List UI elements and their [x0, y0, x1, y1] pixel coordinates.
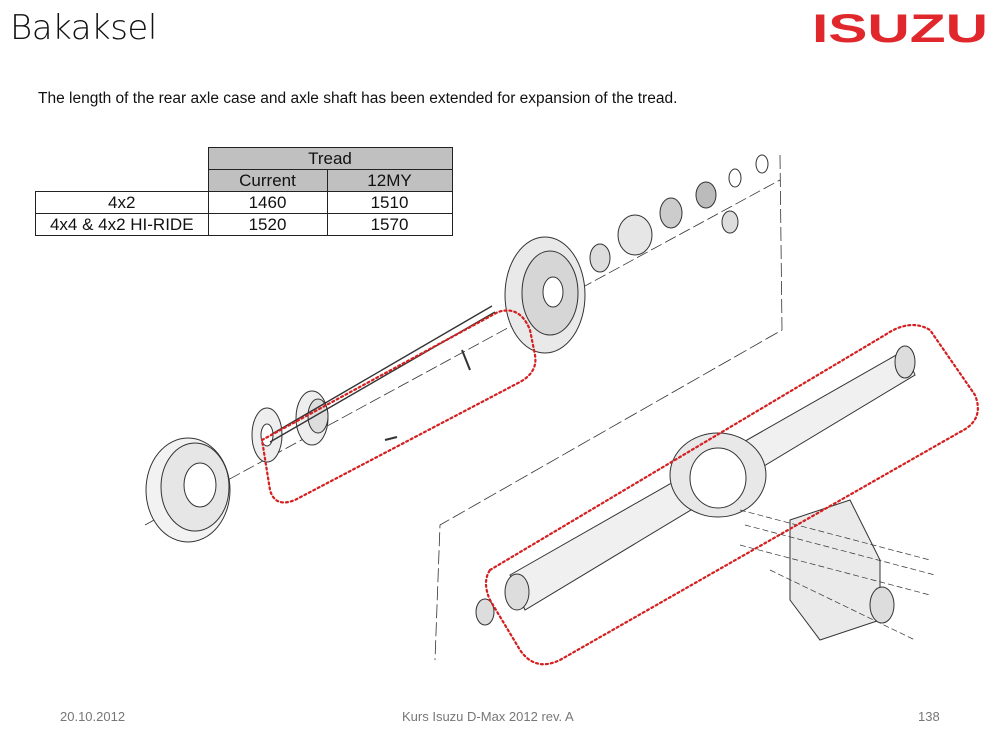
differential-carrier — [789, 499, 895, 641]
table-row: 4x4 & 4x2 HI-RIDE 1520 1570 — [35, 213, 453, 236]
footer-date: 20.10.2012 — [60, 709, 126, 724]
bearing — [695, 181, 717, 209]
logo-text: ISUZU — [812, 10, 988, 46]
slide-subtitle: The length of the rear axle case and axl… — [38, 90, 678, 107]
bolt — [461, 349, 471, 371]
isuzu-logo: ISUZU — [812, 10, 988, 46]
axle-shaft-highlight — [260, 309, 537, 504]
brake-backing-plate — [504, 236, 586, 354]
column-header-12my: 12MY — [326, 169, 453, 192]
column-header-current: Current — [207, 169, 328, 192]
snap-ring — [755, 154, 769, 174]
12my-value: 1570 — [326, 213, 453, 236]
12my-value: 1510 — [326, 191, 453, 214]
assembly-boundary-line — [434, 154, 783, 661]
oil-seal — [589, 243, 611, 273]
page-number: 138 — [918, 709, 940, 724]
slide-title: Bakaksel — [10, 8, 157, 48]
oil-seal — [475, 598, 495, 626]
axle-housing — [504, 345, 916, 611]
axle-flange — [251, 390, 329, 463]
axle-housing-highlight — [484, 323, 979, 666]
current-value: 1460 — [207, 191, 328, 214]
tread-table: Tread Current 12MY 4x2 1460 1510 4x4 & 4… — [35, 147, 453, 236]
spacer — [721, 210, 739, 234]
snap-ring — [728, 168, 742, 188]
table-row: 4x2 1460 1510 — [35, 191, 453, 214]
footer-course: Kurs Isuzu D-Max 2012 rev. A — [402, 709, 574, 724]
row-label: 4x2 — [35, 191, 209, 214]
tread-header: Tread — [207, 147, 453, 170]
row-label: 4x4 & 4x2 HI-RIDE — [35, 213, 209, 236]
bearing-housing — [617, 214, 653, 256]
bolt — [384, 436, 398, 441]
current-value: 1520 — [207, 213, 328, 236]
bearing — [659, 197, 683, 229]
brake-drum — [145, 437, 231, 543]
